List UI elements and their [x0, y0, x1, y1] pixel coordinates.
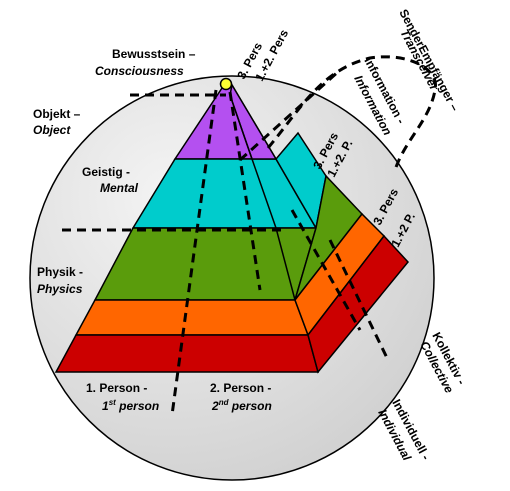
dash-side-vertical-2: [290, 209, 362, 331]
side-inner-edge: [229, 94, 296, 301]
label-consciousness-de: Bewusstsein –: [112, 47, 196, 61]
dash-front-vertical: [170, 89, 218, 416]
layer-physics-green: [93, 227, 317, 301]
label-transceiver-de: SenderEmpfänger –: [396, 7, 462, 114]
label-consciousness-en: Consciousness: [95, 64, 184, 78]
label-physics-de: Physik -: [37, 265, 83, 279]
label-object-de: Objekt –: [33, 107, 81, 121]
dash-side-vertical: [228, 91, 262, 291]
layer-physics-orange: [74, 299, 310, 336]
label-person2-de: 2. Person -: [210, 381, 271, 395]
dashed-lines: [62, 55, 437, 416]
label-person1-de: 1. Person -: [86, 381, 147, 395]
dash-transceiver-curve: [266, 55, 437, 171]
apex-point: [219, 77, 233, 91]
label-mental-en: Mental: [100, 181, 139, 195]
label-physics-en: Physics: [37, 282, 83, 296]
label-person2-en: 2nd person: [211, 398, 272, 413]
label-object-en: Object: [33, 123, 71, 137]
layer-physics-red: [54, 334, 319, 373]
label-person1-en: 1st person: [102, 398, 159, 413]
dash-side-vertical-3: [328, 239, 390, 361]
side-layer-red: [307, 234, 409, 374]
pyramid-side-face: [229, 82, 409, 374]
dash-information-line: [238, 68, 342, 162]
label-mental-de: Geistig -: [82, 165, 130, 179]
